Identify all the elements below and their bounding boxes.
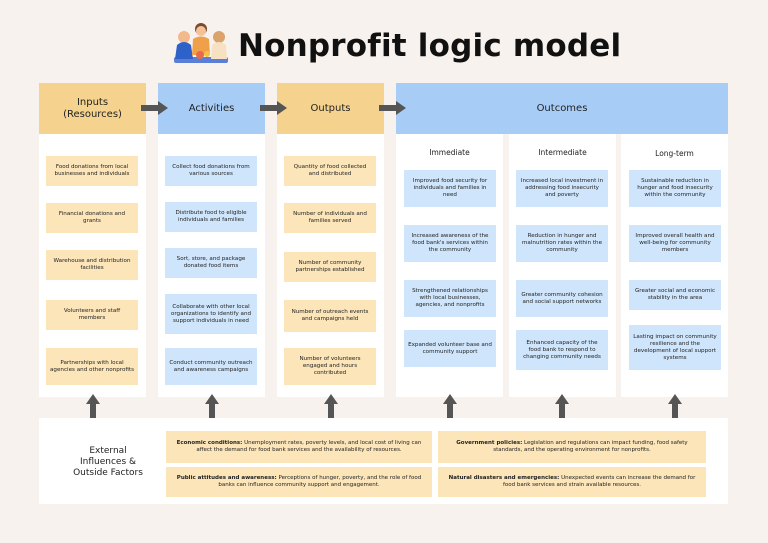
- up-arrow-icon: [668, 394, 682, 418]
- external-factors-label: External Influences & Outside Factors: [73, 446, 143, 478]
- external-factor-text: Natural disasters and emergencies: Unexp…: [446, 475, 698, 489]
- activities-header-label: Activities: [188, 102, 235, 114]
- activities-item: Distribute food to eligible individuals …: [165, 202, 257, 232]
- intermediate-outcome-item: Reduction in hunger and malnutrition rat…: [516, 225, 608, 262]
- outcomes-longterm-label: Long-term: [655, 149, 694, 158]
- right-arrow-icon: [260, 101, 287, 115]
- immediate-outcome-item: Increased awareness of the food bank's s…: [404, 225, 496, 262]
- outputs-item: Number of individuals and families serve…: [284, 203, 376, 233]
- external-factor-title: Public attitudes and awareness:: [176, 475, 277, 481]
- longterm-outcome-item: Improved overall health and well-being f…: [629, 225, 721, 262]
- inputs-item: Financial donations and grants: [46, 203, 138, 233]
- immediate-outcome-item: Strengthened relationships with local bu…: [404, 280, 496, 317]
- external-factor-item: Government policies: Legislation and reg…: [438, 431, 706, 463]
- external-factor-description: Perceptions of hunger, poverty, and the …: [218, 475, 422, 488]
- immediate-outcome-item: Improved food security for individuals a…: [404, 170, 496, 207]
- external-factor-description: Unemployment rates, poverty levels, and …: [196, 440, 422, 453]
- outputs-header-label: Outputs: [310, 102, 351, 114]
- outputs-header: Outputs: [277, 83, 384, 134]
- up-arrow-icon: [205, 394, 219, 418]
- longterm-outcome-item: Sustainable reduction in hunger and food…: [629, 170, 721, 207]
- external-factor-description: Legislation and regulations can impact f…: [493, 440, 688, 453]
- outcomes-immediate-label: Immediate: [429, 148, 470, 157]
- outputs-item: Number of volunteers engaged and hours c…: [284, 348, 376, 385]
- activities-item: Conduct community outreach and awareness…: [165, 348, 257, 385]
- inputs-item: Volunteers and staff members: [46, 300, 138, 330]
- outputs-item: Number of outreach events and campaigns …: [284, 300, 376, 332]
- inputs-item: Food donations from local businesses and…: [46, 156, 138, 186]
- intermediate-outcome-item: Enhanced capacity of the food bank to re…: [516, 330, 608, 370]
- up-arrow-icon: [555, 394, 569, 418]
- outcomes-intermediate-label: Intermediate: [538, 148, 587, 157]
- external-factor-title: Economic conditions:: [176, 440, 243, 446]
- outcomes-header: Outcomes: [396, 83, 728, 134]
- people-sharing-food-illustration: [174, 23, 228, 63]
- external-factor-item: Natural disasters and emergencies: Unexp…: [438, 467, 706, 497]
- external-factor-item: Economic conditions: Unemployment rates,…: [166, 431, 432, 463]
- up-arrow-icon: [324, 394, 338, 418]
- activities-header: Activities: [158, 83, 265, 134]
- right-arrow-icon: [141, 101, 168, 115]
- intermediate-outcome-item: Greater community cohesion and social su…: [516, 280, 608, 317]
- external-factor-text: Government policies: Legislation and reg…: [446, 440, 698, 454]
- right-arrow-icon: [379, 101, 406, 115]
- external-factor-text: Public attitudes and awareness: Percepti…: [174, 475, 424, 489]
- external-factor-title: Natural disasters and emergencies:: [448, 475, 560, 481]
- intermediate-outcome-item: Increased local investment in addressing…: [516, 170, 608, 207]
- activities-item: Collect food donations from various sour…: [165, 156, 257, 186]
- longterm-outcome-item: Greater social and economic stability in…: [629, 280, 721, 310]
- inputs-item: Partnerships with local agencies and oth…: [46, 348, 138, 385]
- outcomes-header-label: Outcomes: [536, 102, 588, 114]
- outputs-item: Number of community partnerships establi…: [284, 252, 376, 282]
- up-arrow-icon: [86, 394, 100, 418]
- outputs-item: Quantity of food collected and distribut…: [284, 156, 376, 186]
- up-arrow-icon: [443, 394, 457, 418]
- inputs-item: Warehouse and distribution facilities: [46, 250, 138, 280]
- external-factor-description: Unexpected events can increase the deman…: [503, 475, 696, 488]
- activities-item: Collaborate with other local organizatio…: [165, 294, 257, 334]
- activities-item: Sort, store, and package donated food it…: [165, 248, 257, 278]
- inputs-header: Inputs (Resources): [39, 83, 146, 134]
- immediate-outcome-item: Expanded volunteer base and community su…: [404, 330, 496, 367]
- longterm-outcome-item: Lasting impact on community resilience a…: [629, 325, 721, 370]
- title-block: Nonprofit logic model: [170, 20, 630, 72]
- inputs-header-label: Inputs (Resources): [63, 96, 122, 120]
- external-factor-title: Government policies:: [456, 440, 523, 446]
- page-title: Nonprofit logic model: [238, 28, 622, 64]
- external-factor-item: Public attitudes and awareness: Percepti…: [166, 467, 432, 497]
- external-factor-text: Economic conditions: Unemployment rates,…: [174, 440, 424, 454]
